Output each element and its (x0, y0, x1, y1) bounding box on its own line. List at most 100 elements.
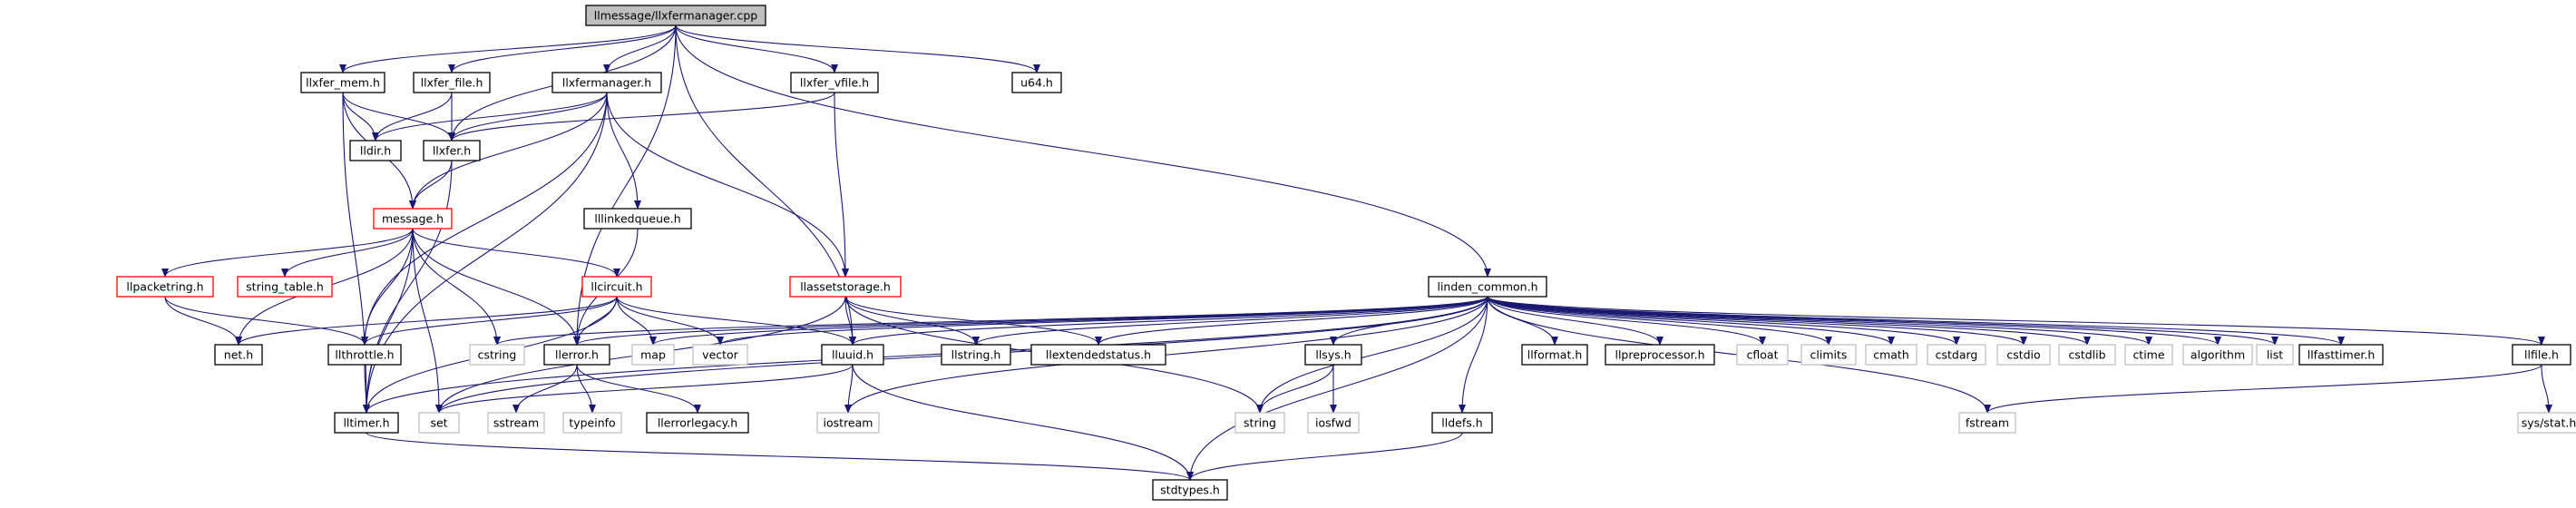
node-net[interactable]: net.h (214, 344, 263, 366)
node-label: llpreprocessor.h (1615, 348, 1704, 362)
node-label: lllinkedqueue.h (594, 212, 680, 226)
node-box (116, 276, 214, 298)
node-box (1521, 344, 1588, 366)
node-linden-common[interactable]: linden_common.h (1428, 276, 1547, 298)
node-llassetstorage[interactable]: llassetstorage.h (789, 276, 902, 298)
edge-linden-common-to-map (649, 296, 1488, 346)
node-string[interactable]: string (1234, 412, 1285, 434)
node-llxfermanager[interactable]: llxfermanager.h (551, 72, 662, 93)
node-algorithm[interactable]: algorithm (2182, 344, 2253, 366)
node-box (214, 344, 263, 366)
node-ctime[interactable]: ctime (2124, 344, 2173, 366)
node-typeinfo[interactable]: typeinfo (562, 412, 622, 434)
node-message[interactable]: message.h (373, 208, 453, 230)
node-box (631, 344, 675, 366)
node-llsys[interactable]: llsys.h (1304, 344, 1362, 366)
node-box (334, 412, 399, 434)
edge-llcircuit-to-vector (616, 296, 724, 346)
edge-llxfer-vfile-to-llassetstorage (834, 92, 849, 278)
node-box (469, 344, 525, 366)
node-set[interactable]: set (418, 412, 460, 434)
node-box (551, 72, 662, 93)
node-llerrorlegacy[interactable]: llerrorlegacy.h (646, 412, 749, 434)
node-llxfer-mem[interactable]: llxfer_mem.h (300, 72, 385, 93)
edge-llxfer-mem-to-llxfer (342, 92, 455, 142)
node-box (1304, 344, 1362, 366)
node-label: lluuid.h (832, 348, 873, 362)
edge-linden-common-to-cfloat (1487, 296, 1766, 346)
node-string-table[interactable]: string_table.h (237, 276, 333, 298)
edge-llsys-to-string (1256, 364, 1334, 414)
node-climits[interactable]: climits (1800, 344, 1857, 366)
edge-llcircuit-to-lluuid (616, 296, 856, 346)
node-llpacketring[interactable]: llpacketring.h (116, 276, 214, 298)
node-label: net.h (224, 348, 253, 362)
node-label: llextendedstatus.h (1046, 348, 1151, 362)
node-label: typeinfo (569, 416, 615, 430)
node-cfloat[interactable]: cfloat (1736, 344, 1789, 366)
node-llxfer[interactable]: llxfer.h (423, 140, 481, 161)
node-llextendedstatus[interactable]: llextendedstatus.h (1030, 344, 1166, 366)
node-box (2058, 344, 2116, 366)
edge-message-to-llerror (412, 228, 581, 346)
node-box (1307, 412, 1360, 434)
edge-llerror-to-typeinfo (576, 364, 596, 414)
node-box (1800, 344, 1857, 366)
node-lltimer[interactable]: lltimer.h (334, 412, 399, 434)
node-llxfer-vfile[interactable]: llxfer_vfile.h (790, 72, 879, 93)
node-box (583, 208, 692, 230)
node-llstring[interactable]: llstring.h (941, 344, 1011, 366)
node-sstream[interactable]: sstream (487, 412, 545, 434)
node-llerror[interactable]: llerror.h (543, 344, 610, 366)
node-box (789, 276, 902, 298)
node-box (2298, 344, 2384, 366)
node-cstring[interactable]: cstring (469, 344, 525, 366)
node-box (1431, 412, 1493, 434)
edge-root-to-llxfer-file (448, 24, 677, 73)
edge-llxfer-to-message (409, 160, 453, 210)
edge-linden-common-to-cstdio (1487, 296, 2027, 346)
node-vector[interactable]: vector (692, 344, 748, 366)
node-cstdlib[interactable]: cstdlib (2058, 344, 2116, 366)
node-llcircuit[interactable]: llcircuit.h (581, 276, 652, 298)
node-sys-stat[interactable]: sys/stat.h (2517, 412, 2576, 434)
edge-root-to-u64 (675, 24, 1040, 73)
node-llfasttimer[interactable]: llfasttimer.h (2298, 344, 2384, 366)
node-label: llstring.h (951, 348, 1001, 362)
node-iosfwd[interactable]: iosfwd (1307, 412, 1360, 434)
node-lldir[interactable]: lldir.h (349, 140, 402, 161)
node-root[interactable]: llmessage/llxfermanager.cpp (585, 5, 766, 26)
edge-message-to-string-table (281, 228, 414, 278)
node-stdtypes[interactable]: stdtypes.h (1152, 479, 1228, 501)
edge-llthrottle-to-lltimer (362, 364, 370, 414)
node-map[interactable]: map (631, 344, 675, 366)
node-iostream[interactable]: iostream (816, 412, 880, 434)
edge-llpacketring-to-net (164, 296, 242, 346)
node-llformat[interactable]: llformat.h (1521, 344, 1588, 366)
node-llfile[interactable]: llfile.h (2512, 344, 2571, 366)
edge-llxfer-file-to-lldir (372, 92, 453, 142)
node-llxfer-file[interactable]: llxfer_file.h (413, 72, 491, 93)
edge-message-to-llcircuit (412, 228, 620, 278)
node-box (581, 276, 652, 298)
node-box (327, 344, 402, 366)
node-cmath[interactable]: cmath (1865, 344, 1917, 366)
node-lldefs[interactable]: lldefs.h (1431, 412, 1493, 434)
node-label: string_table.h (246, 280, 324, 294)
node-cstdio[interactable]: cstdio (1996, 344, 2051, 366)
node-cstdarg[interactable]: cstdarg (1927, 344, 1986, 366)
node-fstream[interactable]: fstream (1958, 412, 2016, 434)
edge-llfile-to-fstream (1984, 364, 2542, 414)
node-label: cstdlib (2068, 348, 2105, 362)
node-llthrottle[interactable]: llthrottle.h (327, 344, 402, 366)
node-u64[interactable]: u64.h (1011, 72, 1062, 93)
node-llpreprocessor[interactable]: llpreprocessor.h (1605, 344, 1715, 366)
edge-linden-common-to-vector (717, 296, 1488, 346)
node-list[interactable]: list (2256, 344, 2294, 366)
node-label: cfloat (1747, 348, 1779, 362)
node-lllinkedqueue[interactable]: lllinkedqueue.h (583, 208, 692, 230)
node-lluuid[interactable]: lluuid.h (821, 344, 884, 366)
edge-message-to-lltimer (363, 228, 414, 414)
node-box (1234, 412, 1285, 434)
node-label: vector (702, 348, 739, 362)
